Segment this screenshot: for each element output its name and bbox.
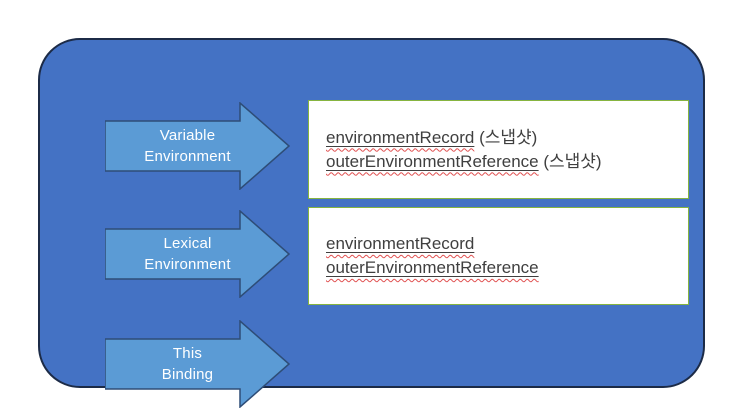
arrow-label-line: This: [172, 345, 203, 362]
variable-environment-box: environmentRecord (스냅샷) outerEnvironment…: [308, 100, 689, 199]
arrow-label-line: Binding: [161, 366, 214, 383]
arrow-label-line: Variable: [159, 127, 216, 144]
spellchecked-term: outerEnvironmentReference: [326, 258, 539, 277]
plain-suffix: (스냅샷): [538, 151, 602, 171]
spellchecked-term: environmentRecord: [326, 234, 475, 253]
plain-suffix: (스냅샷): [474, 127, 538, 147]
arrow-this-binding: This Binding: [105, 320, 290, 408]
box-line: outerEnvironmentReference: [326, 256, 688, 280]
arrow-label-variable-environment: Variable Environment: [105, 102, 270, 190]
underlined-term: outerEnvironmentReference: [326, 152, 539, 171]
right-arrow-icon: [105, 102, 290, 190]
box-line: environmentRecord (스냅샷): [326, 126, 688, 150]
lexical-environment-box: environmentRecord outerEnvironmentRefere…: [308, 207, 689, 305]
box-line: outerEnvironmentReference (스냅샷): [326, 150, 688, 174]
spellchecked-term: environmentRecord: [326, 127, 475, 147]
right-arrow-icon: [105, 210, 290, 298]
underlined-term: environmentRecord: [326, 128, 474, 147]
box-line: environmentRecord: [326, 232, 688, 256]
underlined-term: outerEnvironmentReference: [326, 258, 539, 277]
right-arrow-icon: [105, 320, 290, 408]
spellchecked-term: outerEnvironmentReference: [326, 151, 539, 171]
rounded-container: Variable Environment Lexical Environment…: [38, 38, 705, 408]
underlined-term: environmentRecord: [326, 234, 474, 253]
arrow-variable-environment: Variable Environment: [105, 102, 290, 190]
arrow-label-line: Lexical: [163, 235, 212, 252]
arrow-lexical-environment: Lexical Environment: [105, 210, 290, 298]
arrow-label-this-binding: This Binding: [105, 320, 270, 408]
arrow-label-line: Environment: [144, 256, 231, 273]
arrow-label-line: Environment: [144, 148, 231, 165]
arrow-label-lexical-environment: Lexical Environment: [105, 210, 270, 298]
